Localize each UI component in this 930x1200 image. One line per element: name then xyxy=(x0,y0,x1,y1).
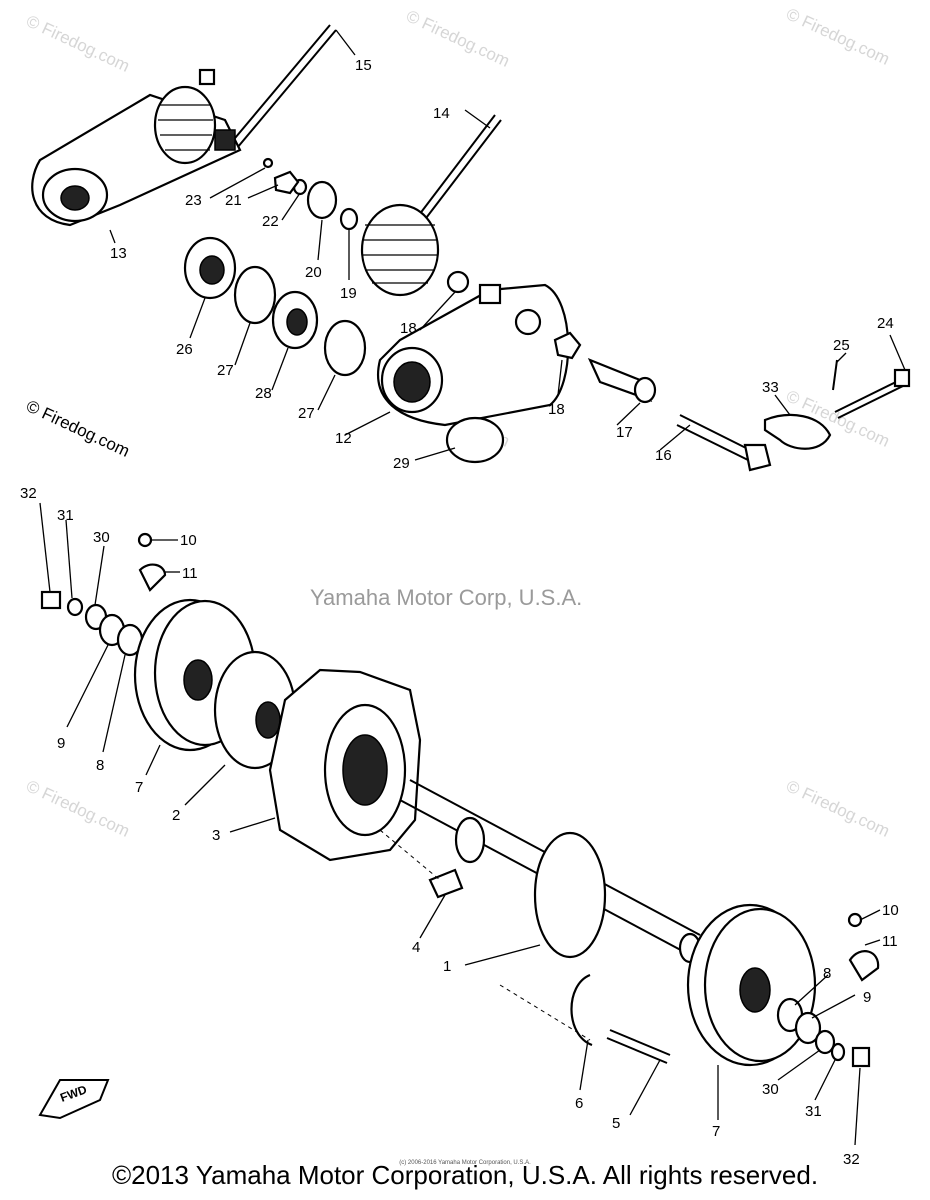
watermark: © Firedog.com xyxy=(23,776,132,840)
part-32-bolt xyxy=(40,590,62,610)
leader-lines xyxy=(39,29,906,1146)
callout-15: 15 xyxy=(355,57,372,74)
part-25-pin xyxy=(832,359,838,391)
callout-8: 8 xyxy=(96,757,104,774)
callout-28: 28 xyxy=(255,385,272,402)
callout-33: 33 xyxy=(762,379,779,396)
watermark: © Firedog.com xyxy=(783,4,892,68)
callout-9: 9 xyxy=(863,989,871,1006)
upper-assembly xyxy=(31,24,911,472)
callout-7: 7 xyxy=(712,1123,720,1140)
watermark: © Firedog.com xyxy=(783,776,892,840)
callout-17: 17 xyxy=(616,424,633,441)
callout-13: 13 xyxy=(110,245,127,262)
copyright-footer: ©2013 Yamaha Motor Corporation, U.S.A. A… xyxy=(111,1160,819,1190)
callout-16: 16 xyxy=(655,447,672,464)
callout-30: 30 xyxy=(93,529,110,546)
part-33-clip xyxy=(763,413,832,450)
part-13-spring xyxy=(153,85,217,165)
part-18-upper xyxy=(446,270,470,294)
part-14-spring xyxy=(360,203,440,297)
callout-8: 8 xyxy=(823,965,831,982)
part-6-ring xyxy=(570,973,593,1047)
small-print: (c) 2006-2016 Yamaha Motor Corporation, … xyxy=(399,1160,531,1166)
part-18-nut xyxy=(553,331,582,360)
lower-assembly: FWD xyxy=(38,532,880,1120)
callout-1: 1 xyxy=(443,958,451,975)
callout-24: 24 xyxy=(877,315,894,332)
callout-labels: 1 2 3 4 5 6 7 7 8 8 9 9 10 10 11 11 12 1… xyxy=(20,57,899,1168)
part-5-bolt xyxy=(609,1029,671,1056)
watermark: © Firedog.com xyxy=(403,6,512,70)
callout-10: 10 xyxy=(882,902,899,919)
front-direction-badge: FWD xyxy=(38,1079,110,1120)
callout-25: 25 xyxy=(833,337,850,354)
part-31 xyxy=(66,597,84,617)
callout-5: 5 xyxy=(612,1115,620,1132)
part-10-bolt xyxy=(137,532,153,548)
callout-22: 22 xyxy=(262,213,279,230)
part-4-pin xyxy=(428,868,464,899)
watermark: © Firedog.com xyxy=(23,396,132,460)
part-23 xyxy=(262,157,274,169)
callout-6: 6 xyxy=(575,1095,583,1112)
callout-27: 27 xyxy=(217,362,234,379)
callout-2: 2 xyxy=(172,807,180,824)
callout-18: 18 xyxy=(548,401,565,418)
part-15-rod xyxy=(224,24,331,151)
callout-27: 27 xyxy=(298,405,315,422)
callout-18: 18 xyxy=(400,320,417,337)
callout-21: 21 xyxy=(225,192,242,209)
callout-32: 32 xyxy=(20,485,37,502)
callout-11: 11 xyxy=(882,933,898,950)
callout-23: 23 xyxy=(185,192,202,209)
part-21 xyxy=(273,170,300,195)
callout-31: 31 xyxy=(805,1103,822,1120)
watermark: © Firedog.com xyxy=(23,11,132,75)
callout-29: 29 xyxy=(393,455,410,472)
callout-31: 31 xyxy=(57,507,74,524)
callout-14: 14 xyxy=(433,105,450,122)
callout-3: 3 xyxy=(212,827,220,844)
part-27-ring xyxy=(323,319,367,377)
callout-26: 26 xyxy=(176,341,193,358)
part-19 xyxy=(339,207,359,231)
part-1-flange xyxy=(533,831,607,959)
part-11-clip xyxy=(138,563,167,592)
part-27-ring xyxy=(233,265,277,325)
part-30 xyxy=(814,1029,836,1055)
callout-20: 20 xyxy=(305,264,322,281)
part-10-bolt xyxy=(847,912,863,928)
part-31 xyxy=(830,1042,846,1062)
callout-30: 30 xyxy=(762,1081,779,1098)
callout-7: 7 xyxy=(135,779,143,796)
part-32-bolt xyxy=(851,1046,871,1068)
callout-4: 4 xyxy=(412,939,420,956)
callout-11: 11 xyxy=(182,565,198,582)
callout-10: 10 xyxy=(180,532,197,549)
part-9 xyxy=(794,1011,822,1045)
part-16-bolt xyxy=(679,414,751,451)
callout-9: 9 xyxy=(57,735,65,752)
center-watermark: Yamaha Motor Corp, U.S.A. xyxy=(310,585,582,610)
part-20 xyxy=(306,180,338,220)
part-29-cap xyxy=(445,416,505,464)
callout-12: 12 xyxy=(335,430,352,447)
part-11-clip xyxy=(848,950,880,982)
part-24-bolt xyxy=(834,379,901,413)
callout-19: 19 xyxy=(340,285,357,302)
callout-32: 32 xyxy=(843,1151,860,1168)
